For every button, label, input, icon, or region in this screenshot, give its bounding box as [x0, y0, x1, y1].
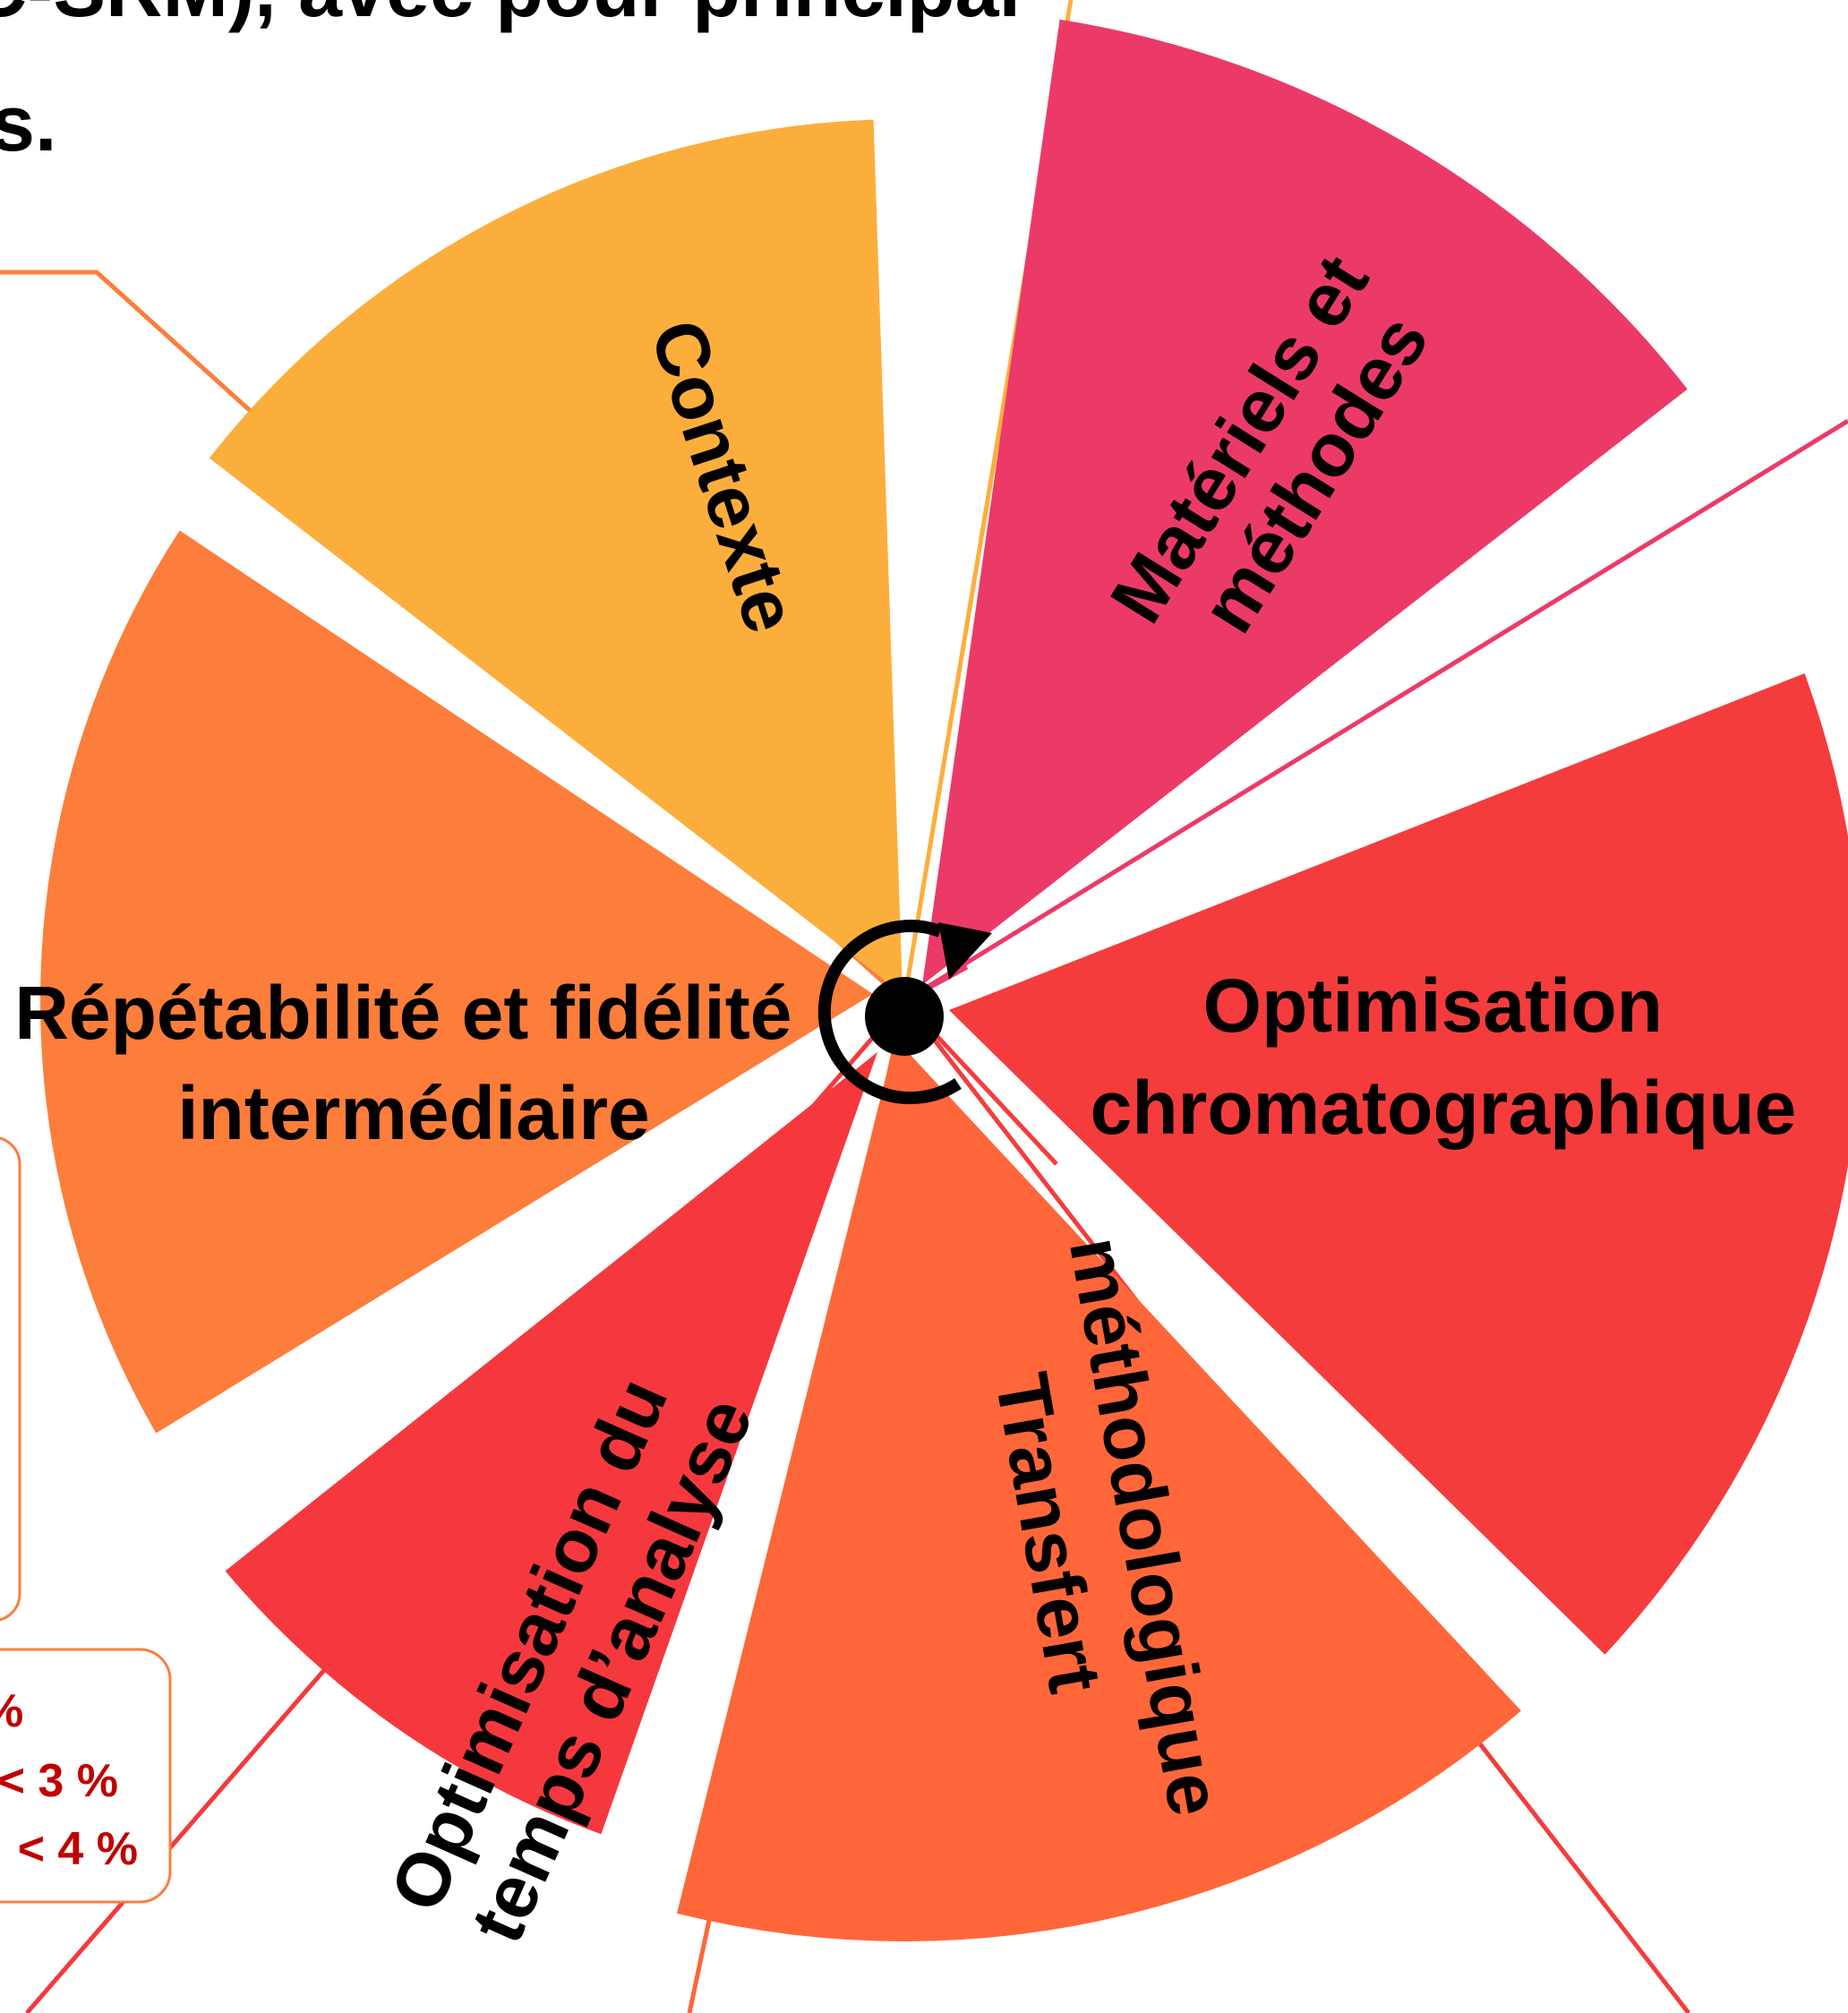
- rotate-arrow-head: [938, 922, 992, 980]
- label-repetabilite: Répétabilité et fidélité intermédiaire: [14, 971, 813, 1155]
- segment-materiels: [922, 19, 1688, 986]
- top-text-line-1: d’LC-SRM), avec pour principal: [0, 0, 1021, 33]
- info-box: [0, 1648, 172, 1904]
- segment-repetabilite: [40, 530, 873, 1434]
- info-box-upper: [0, 1136, 21, 1622]
- rotate-arrow-arc: [817, 920, 962, 1105]
- hub-dot: [865, 977, 944, 1056]
- top-text-line-2: s.: [0, 79, 56, 167]
- info-line-3: < 4 %: [18, 1823, 138, 1875]
- segment-transfert: [677, 1039, 1521, 1941]
- segment-optimisation-chromato: [949, 673, 1848, 1655]
- segment-optimisation-temps: [225, 1052, 878, 1835]
- info-line-1: %: [0, 1685, 23, 1737]
- label-optimisation-chromato: Optimisation chromatographique: [1091, 964, 1797, 1150]
- rotate-arrow-icon: [817, 920, 992, 1105]
- label-optimisation-chromato-line-1: Optimisation: [1203, 964, 1663, 1048]
- segments: [40, 19, 1848, 1941]
- label-repetabilite-line-1: Répétabilité et fidélité: [14, 971, 791, 1055]
- connector-line-materiels-1: [903, 418, 1848, 1004]
- label-optimisation-chromato-line-2: chromatographique: [1091, 1066, 1797, 1150]
- info-line-2: < 3 %: [0, 1755, 118, 1807]
- segment-contexte: [209, 119, 903, 995]
- label-repetabilite-line-2: intermédiaire: [177, 1071, 650, 1155]
